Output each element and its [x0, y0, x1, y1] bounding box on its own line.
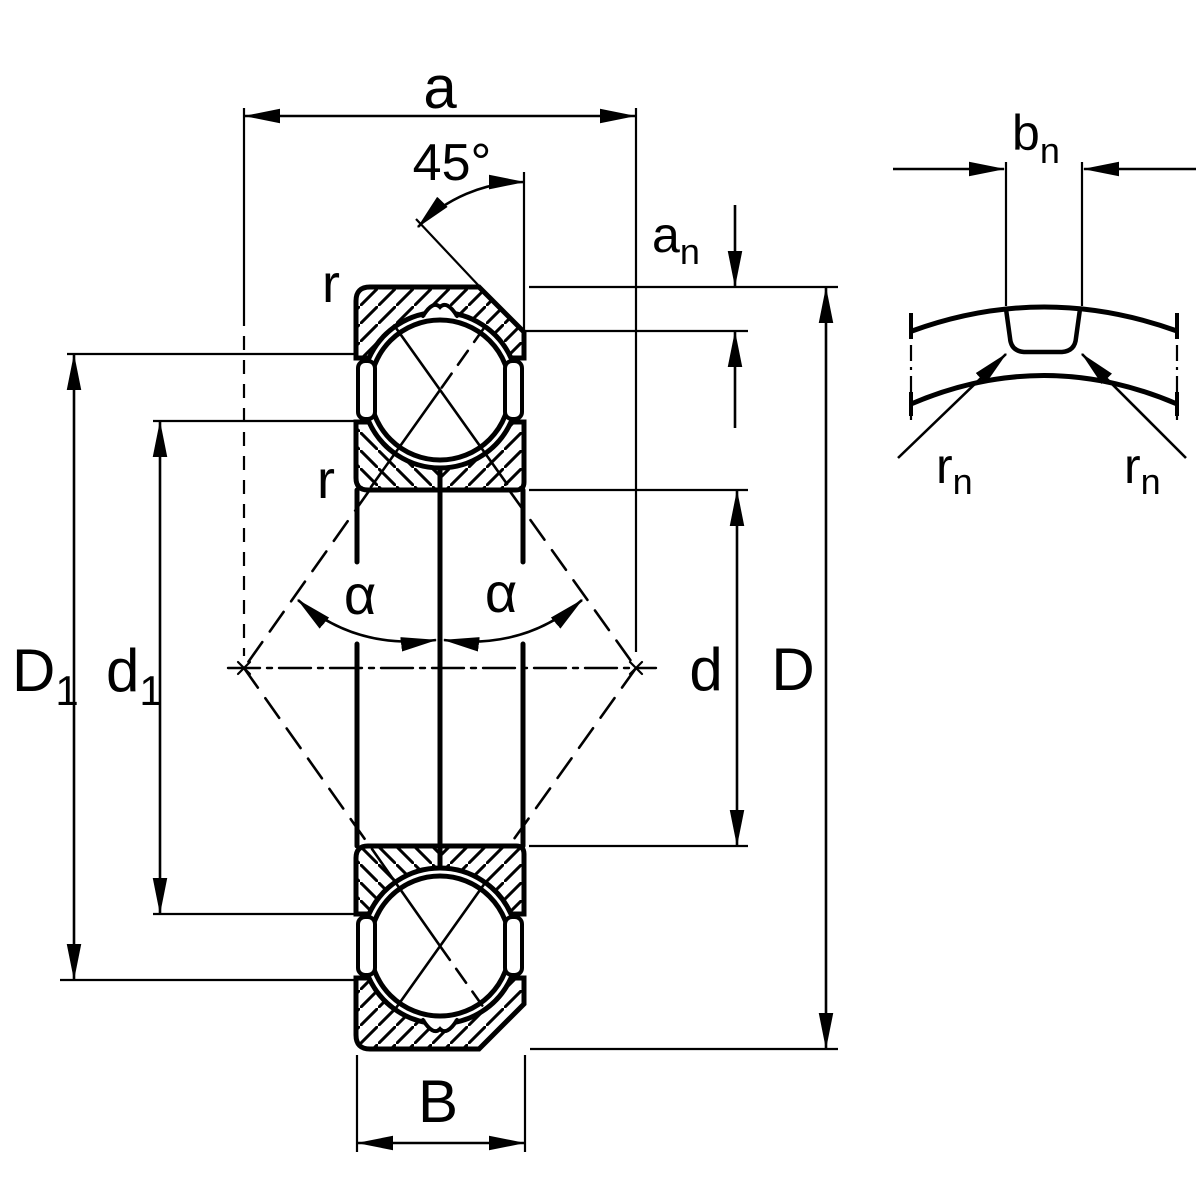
bottom-cage-left — [356, 915, 377, 977]
label-d1: d1 — [106, 637, 163, 714]
top-outer-ring — [353, 284, 527, 361]
inner-ring-face-lines — [354, 487, 526, 849]
dim-alpha-left-arc — [297, 599, 438, 652]
locating-slot-detail-view — [893, 161, 1196, 459]
bottom-outer-ring — [353, 975, 527, 1052]
detail-slot-profile — [1003, 308, 1083, 355]
dimension-annotations — [60, 108, 838, 1152]
label-bn: bn — [1012, 105, 1060, 171]
bottom-cage-right — [503, 915, 524, 977]
label-45deg: 45° — [413, 134, 492, 192]
labels: a 45° an r r D1 d1 α α d D B bn rn rn — [12, 54, 1161, 1135]
contact-cone-left-bottom — [242, 666, 371, 847]
bottom-inner-ring-left-half — [353, 843, 443, 917]
contact-cone-left-top — [242, 489, 371, 670]
leader-rn-left — [897, 353, 1007, 459]
contact-cone-right-top — [507, 488, 638, 670]
contact-lines — [242, 326, 638, 1010]
label-rn-left: rn — [936, 438, 973, 502]
detail-break-centerlines — [909, 345, 1179, 420]
label-a: a — [423, 54, 457, 121]
label-rn-right: rn — [1124, 438, 1161, 502]
bottom-inner-ring-right-half — [437, 843, 527, 917]
detail-outer-surface-arc — [911, 304, 1178, 334]
bottom-contact-line-solid — [370, 847, 442, 948]
contact-cone-right-bottom — [507, 666, 638, 848]
label-alpha-left: α — [344, 563, 376, 626]
top-gothic-arch-raceway — [421, 302, 459, 318]
detail-dimension-lines — [893, 161, 1196, 459]
dim-45deg-arc — [417, 174, 526, 228]
label-an: an — [652, 207, 700, 272]
label-d: d — [689, 636, 722, 703]
ext-45deg-slot-line — [415, 218, 480, 287]
dimension-lines — [66, 108, 834, 1151]
dim-alpha-right-arc — [442, 599, 583, 652]
top-cage-left — [356, 359, 377, 421]
apex-marks — [236, 660, 644, 676]
detail-break-ticks — [909, 313, 1179, 416]
label-r-top: r — [322, 254, 340, 314]
bottom-gothic-arch-raceway — [421, 1018, 459, 1034]
label-D1: D1 — [12, 637, 79, 714]
top-inner-ring-left-half — [353, 419, 443, 493]
leader-rn-right — [1081, 353, 1187, 459]
detail-extension-lines — [1004, 162, 1084, 306]
label-D: D — [771, 636, 814, 703]
bearing-cross-section — [226, 284, 658, 1052]
top-inner-ring-right-half — [437, 419, 527, 493]
detail-inner-surface-arc — [910, 373, 1178, 407]
label-B: B — [418, 1068, 458, 1135]
top-contact-line-solid — [394, 326, 509, 486]
top-cage-right — [503, 359, 524, 421]
label-alpha-right: α — [485, 561, 517, 624]
extension-lines — [60, 108, 838, 1152]
label-r-bottom: r — [317, 450, 335, 510]
